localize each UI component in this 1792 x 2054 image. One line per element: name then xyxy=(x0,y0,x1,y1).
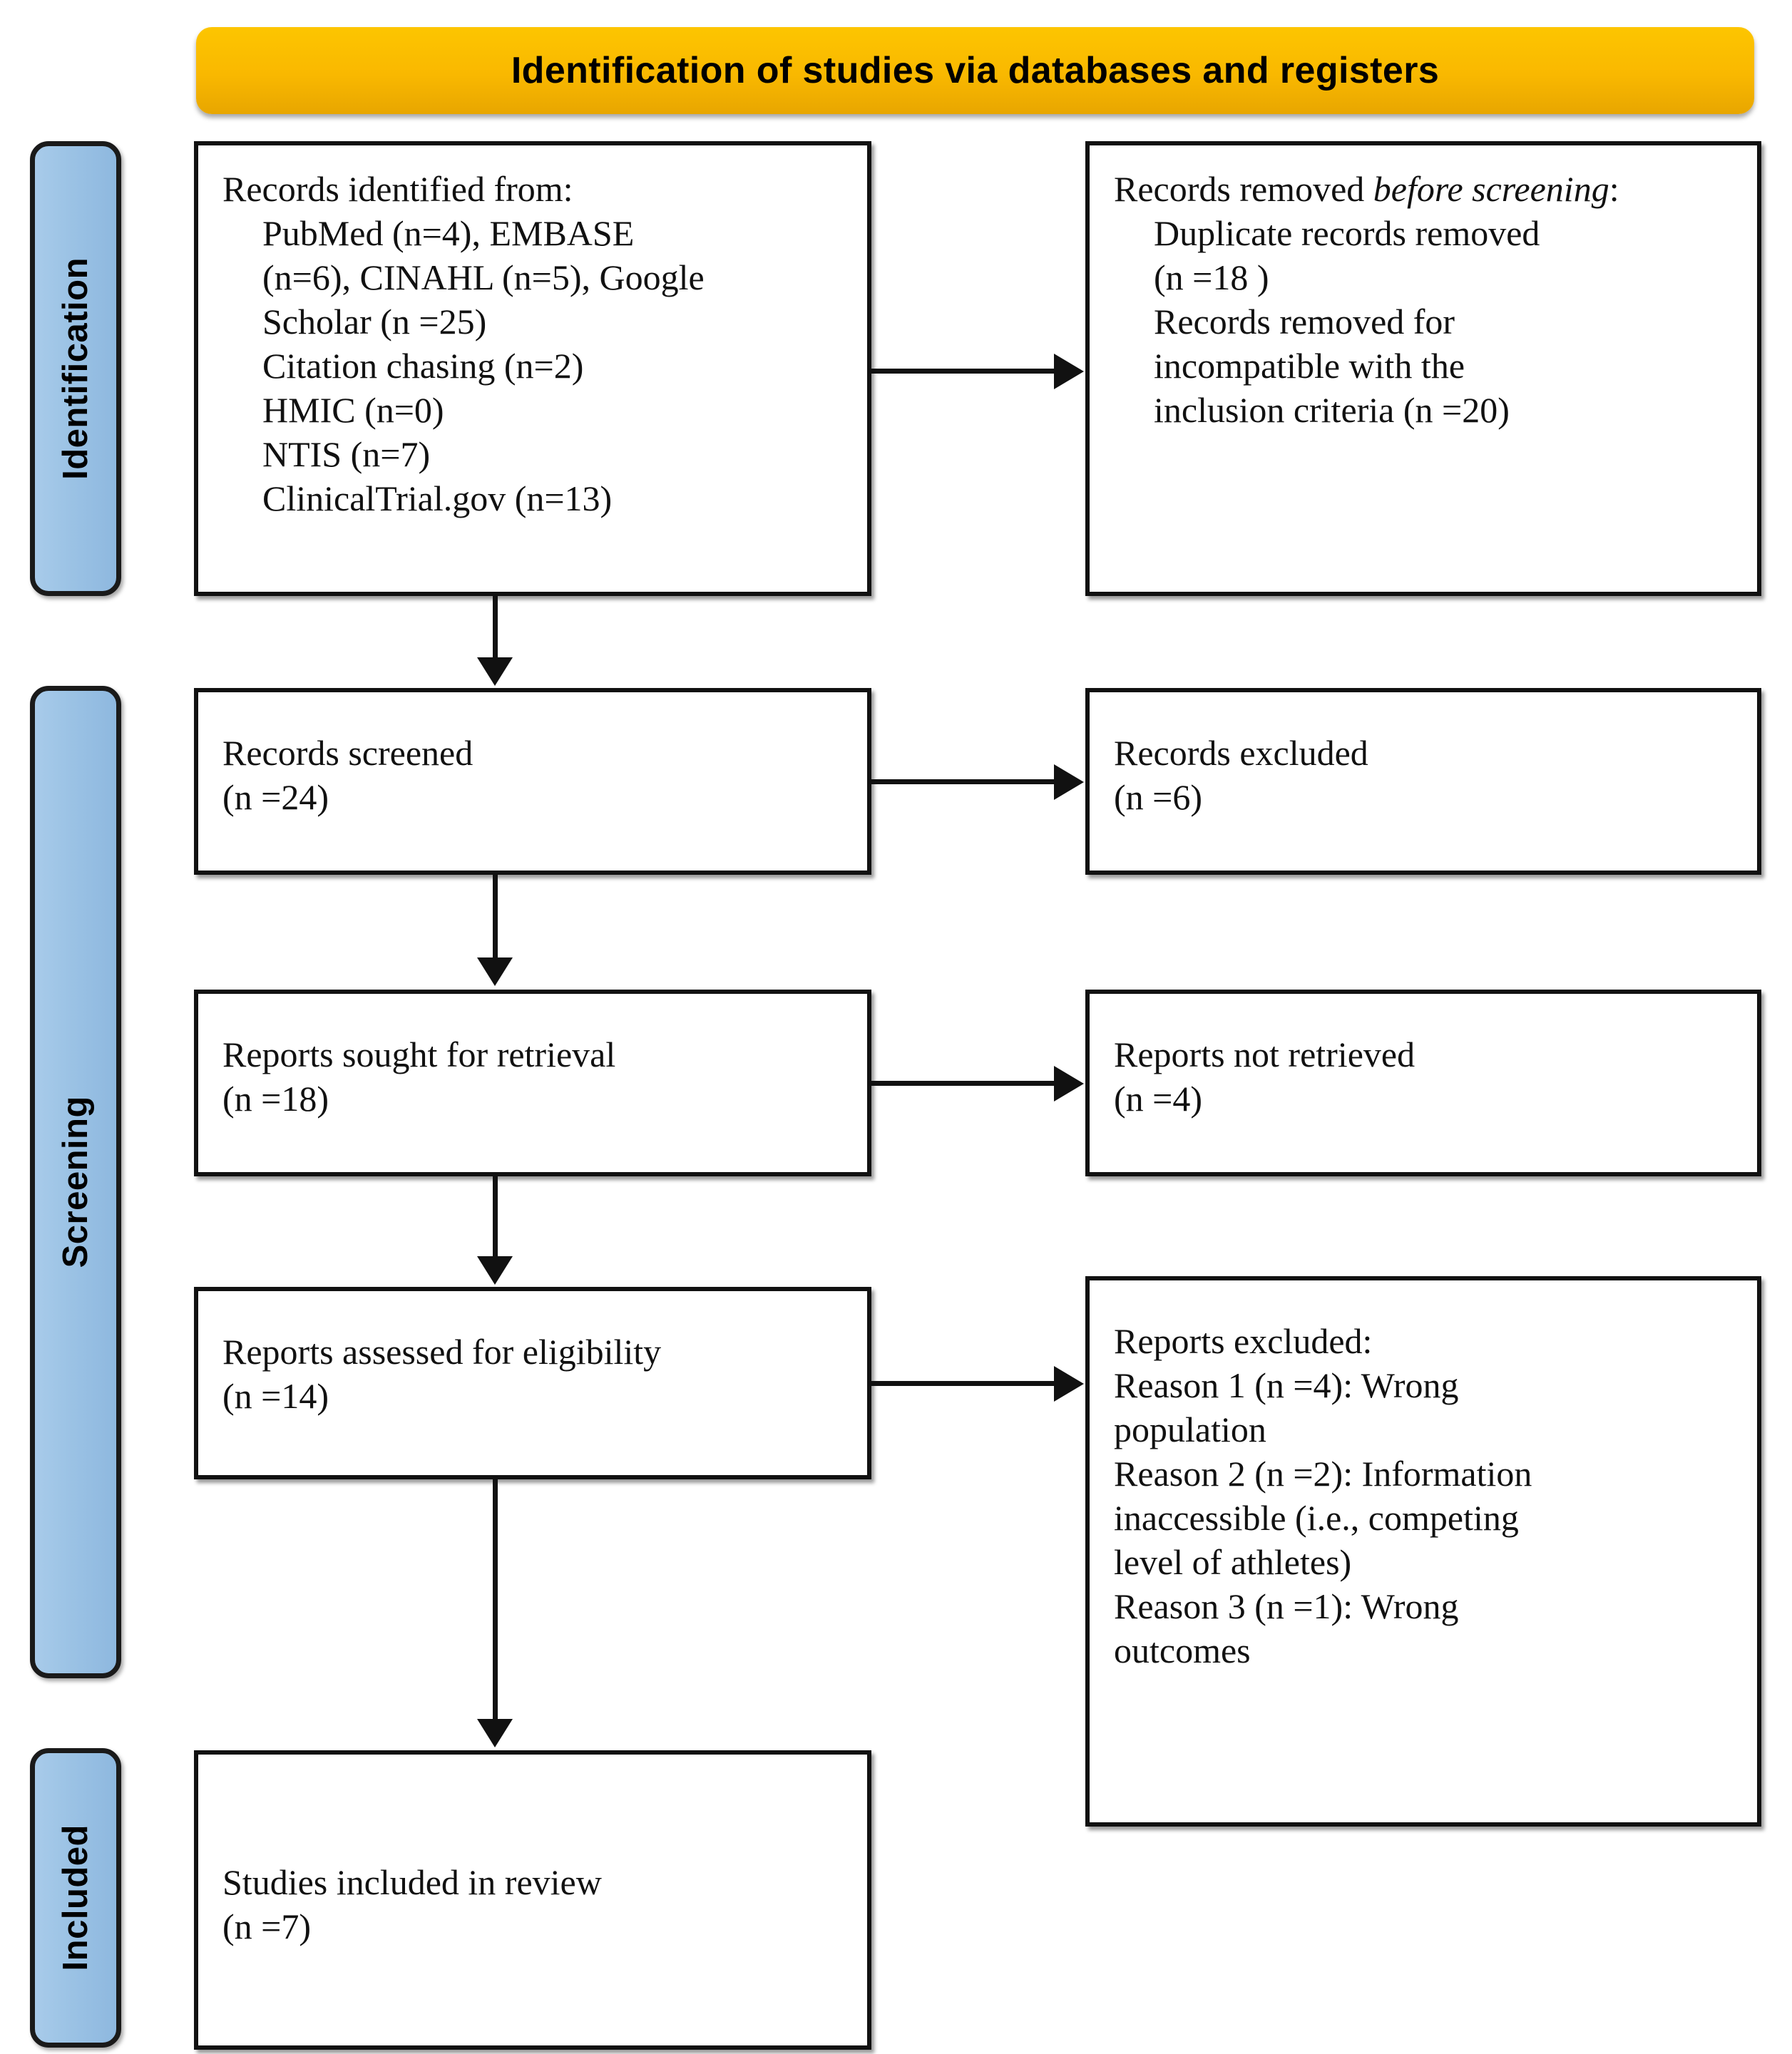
reports-sought-count: (n =18) xyxy=(222,1079,329,1119)
phase-bar-identification: Identification xyxy=(30,141,121,596)
records-screened-label: Records screened xyxy=(222,733,473,773)
box-records-screened-text: Records screened(n =24) xyxy=(222,714,843,819)
records-excluded-count: (n =6) xyxy=(1114,777,1202,817)
records-identified-line-0: PubMed (n=4), EMBASE xyxy=(262,213,635,253)
box-studies-included-in-review: Studies included in review(n =7) xyxy=(194,1750,871,2050)
box-reports-sought-for-retrieval: Reports sought for retrieval (n =18) xyxy=(194,990,871,1176)
connector-assessed-to-reportsexcluded-arrowhead xyxy=(1054,1366,1084,1402)
reports-excluded-line-2: Reason 2 (n =2): Information xyxy=(1114,1454,1532,1494)
reports-assessed-count: (n =14) xyxy=(222,1376,329,1416)
records-identified-line-1: (n=6), CINAHL (n=5), Google xyxy=(262,257,705,297)
records-removed-heading-plain: Records removed xyxy=(1114,169,1373,209)
box-records-excluded: Records excluded(n =6) xyxy=(1085,688,1761,875)
reports-not-retrieved-label: Reports not retrieved xyxy=(1114,1034,1415,1074)
connector-identified-to-screened-line xyxy=(493,596,498,660)
phase-label-included: Included xyxy=(56,1824,95,1971)
records-removed-heading-italic: before screening xyxy=(1373,169,1609,209)
records-removed-line-3: incompatible with the xyxy=(1154,346,1465,386)
connector-identified-to-screened-arrowhead xyxy=(477,657,513,686)
box-reports-not-retrieved: Reports not retrieved (n =4) xyxy=(1085,990,1761,1176)
reports-excluded-line-0: Reason 1 (n =4): Wrong xyxy=(1114,1365,1459,1405)
studies-included-label: Studies included in review xyxy=(222,1862,602,1902)
box-records-identified-text: Records identified from:PubMed (n=4), EM… xyxy=(222,167,843,520)
connector-assessed-to-included-line xyxy=(493,1479,498,1722)
connector-sought-to-assessed-arrowhead xyxy=(477,1256,513,1285)
box-records-screened: Records screened(n =24) xyxy=(194,688,871,875)
records-removed-line-0: Duplicate records removed xyxy=(1154,213,1540,253)
box-records-removed-text: Records removed before screening: Duplica… xyxy=(1114,167,1733,432)
records-identified-line-3: Citation chasing (n=2) xyxy=(262,346,584,386)
connector-assessed-to-reportsexcluded-line xyxy=(871,1381,1055,1386)
diagram-header-banner: Identification of studies via databases … xyxy=(196,27,1754,114)
records-removed-line-4: inclusion criteria (n =20) xyxy=(1154,390,1510,430)
box-reports-sought-text: Reports sought for retrieval (n =18) xyxy=(222,1015,843,1121)
records-screened-count: (n =24) xyxy=(222,777,329,817)
connector-screened-to-excluded-line xyxy=(871,779,1055,784)
box-studies-included-text: Studies included in review(n =7) xyxy=(222,1776,843,1948)
records-identified-line-5: NTIS (n=7) xyxy=(262,434,431,474)
reports-excluded-line-5: Reason 3 (n =1): Wrong xyxy=(1114,1586,1459,1626)
reports-assessed-label: Reports assessed for eligibility xyxy=(222,1332,662,1372)
box-records-removed-before-screening: Records removed before screening: Duplica… xyxy=(1085,141,1761,596)
phase-label-identification: Identification xyxy=(56,257,95,480)
connector-screened-to-sought-arrowhead xyxy=(477,957,513,986)
connector-screened-to-sought-line xyxy=(493,875,498,960)
reports-excluded-line-4: level of athletes) xyxy=(1114,1542,1352,1582)
connector-sought-to-notretrieved-arrowhead xyxy=(1054,1066,1084,1102)
box-reports-assessed-text: Reports assessed for eligibility(n =14) xyxy=(222,1313,843,1418)
records-identified-line-4: HMIC (n=0) xyxy=(262,390,444,430)
reports-excluded-heading: Reports excluded: xyxy=(1114,1321,1373,1361)
reports-excluded-line-3: inaccessible (i.e., competing xyxy=(1114,1498,1519,1538)
connector-screened-to-excluded-arrowhead xyxy=(1054,764,1084,800)
records-identified-heading: Records identified from: xyxy=(222,169,573,209)
connector-assessed-to-included-arrowhead xyxy=(477,1719,513,1747)
phase-label-screening: Screening xyxy=(56,1096,95,1268)
box-records-excluded-text: Records excluded(n =6) xyxy=(1114,714,1733,819)
reports-excluded-line-1: population xyxy=(1114,1409,1266,1449)
records-removed-heading-suffix: : xyxy=(1609,169,1619,209)
phase-bar-screening: Screening xyxy=(30,686,121,1678)
records-identified-line-2: Scholar (n =25) xyxy=(262,302,487,342)
box-reports-not-retrieved-text: Reports not retrieved (n =4) xyxy=(1114,1015,1733,1121)
records-identified-line-6: ClinicalTrial.gov (n=13) xyxy=(262,478,613,518)
records-excluded-label: Records excluded xyxy=(1114,733,1368,773)
reports-not-retrieved-count: (n =4) xyxy=(1114,1079,1202,1119)
connector-sought-to-assessed-line xyxy=(493,1176,498,1258)
connector-sought-to-notretrieved-line xyxy=(871,1081,1055,1086)
reports-excluded-line-6: outcomes xyxy=(1114,1631,1251,1670)
reports-sought-label: Reports sought for retrieval xyxy=(222,1034,616,1074)
records-removed-line-1: (n =18 ) xyxy=(1154,257,1269,297)
phase-bar-included: Included xyxy=(30,1748,121,2048)
box-reports-assessed-for-eligibility: Reports assessed for eligibility(n =14) xyxy=(194,1287,871,1479)
banner-title: Identification of studies via databases … xyxy=(511,50,1440,91)
connector-identified-to-removed-arrowhead xyxy=(1054,354,1084,389)
connector-identified-to-removed-line xyxy=(871,369,1055,374)
records-removed-line-2: Records removed for xyxy=(1154,302,1455,342)
studies-included-count: (n =7) xyxy=(222,1906,311,1946)
box-records-identified: Records identified from:PubMed (n=4), EM… xyxy=(194,141,871,596)
